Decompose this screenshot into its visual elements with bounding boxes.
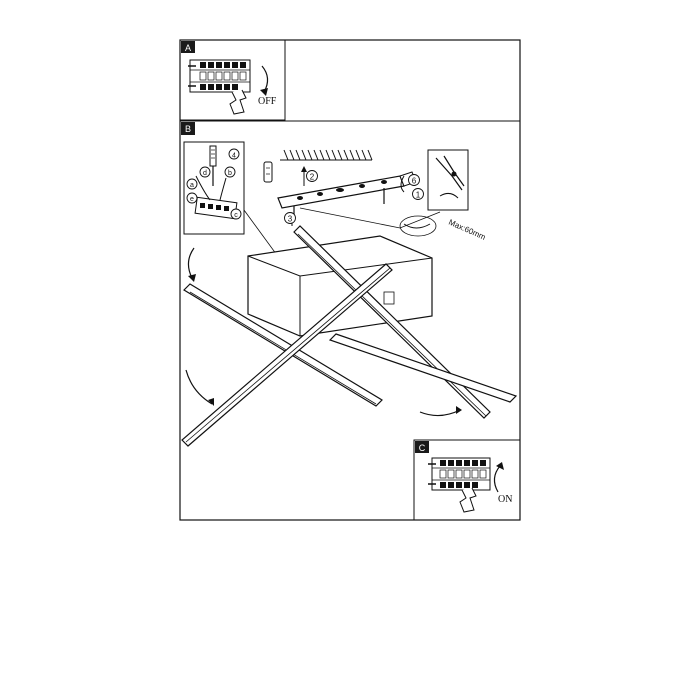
step-c: C ON <box>413 439 521 521</box>
hand-icon <box>459 487 477 513</box>
led-bar-left <box>183 283 383 407</box>
callout-1: 1 <box>416 191 421 200</box>
step-b-tag <box>181 122 195 135</box>
terminal-block-on <box>428 457 491 491</box>
led-bar-lower <box>328 333 518 403</box>
screwdriver-icon <box>209 145 217 186</box>
max-length-label: Max:60mm <box>447 218 487 242</box>
wire-cutter-inset <box>427 149 469 211</box>
ceiling-canopy <box>247 235 433 337</box>
callout-6: 6 <box>412 177 417 186</box>
step-c-letter: C <box>419 443 426 453</box>
rotate-arrow-icon <box>185 369 213 405</box>
inset-callout-b: b <box>228 170 232 177</box>
step-b: B 4 d b <box>180 120 520 447</box>
step-c-action: ON <box>498 494 512 505</box>
inset-callout-4: 4 <box>232 153 236 160</box>
step-c-panel <box>413 439 521 521</box>
wire-cutter-icon <box>435 155 465 191</box>
power-off-icon <box>261 65 269 93</box>
inset-callout-d: d <box>203 170 207 177</box>
wire-magnifier <box>399 215 437 237</box>
step-c-tag <box>415 441 429 453</box>
step-a-tag <box>181 41 195 53</box>
rotate-arrow-icon <box>400 175 405 193</box>
mounting-bracket <box>277 171 417 209</box>
step-a-letter: A <box>185 43 191 53</box>
ceiling-hatch <box>280 149 373 161</box>
supply-wire <box>299 207 441 229</box>
terminal-block-off <box>188 59 251 93</box>
rotate-arrow-icon <box>419 409 461 417</box>
rotate-arrow-icon <box>496 462 504 470</box>
inset-callout-c: c <box>234 212 238 219</box>
callout-2: 2 <box>310 173 315 182</box>
callout-3: 3 <box>288 215 293 224</box>
wall-plug <box>263 161 273 183</box>
step-a-panel <box>179 39 286 121</box>
power-on-icon <box>493 465 501 493</box>
rotate-arrow-icon <box>187 247 195 279</box>
sheet-frame <box>179 39 521 521</box>
step-a-action: OFF <box>258 96 277 107</box>
hand-icon <box>229 89 247 115</box>
step-b-letter: B <box>185 124 191 134</box>
step-a: A <box>179 39 286 121</box>
inset-callout-e: e <box>190 196 194 203</box>
wiring-detail-inset: 4 d b a e c <box>183 141 245 235</box>
inset-callout-a: a <box>190 182 194 189</box>
led-bar-right <box>181 263 393 447</box>
rotate-arrow-icon <box>260 88 268 96</box>
